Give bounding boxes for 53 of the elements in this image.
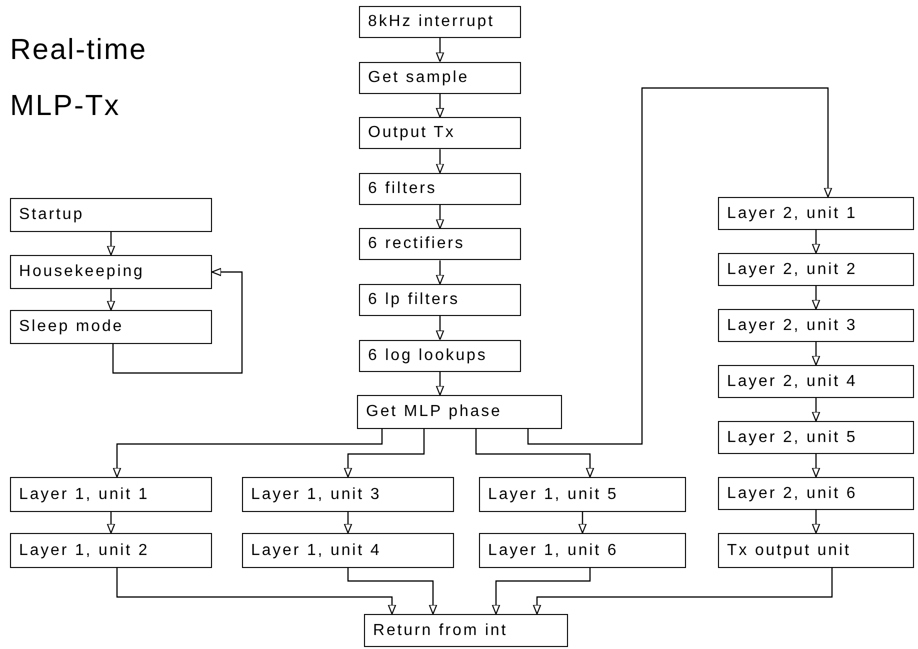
arrow <box>436 38 444 62</box>
arrow <box>532 568 833 615</box>
process-box: Housekeeping <box>10 255 212 289</box>
process-box: 6 log lookups <box>359 340 521 372</box>
arrow <box>436 260 444 285</box>
arrow <box>436 94 444 118</box>
arrow <box>812 398 820 422</box>
process-box: Return from int <box>364 614 568 647</box>
arrow <box>112 268 243 374</box>
arrow <box>812 286 820 310</box>
arrow <box>436 204 444 229</box>
arrow <box>112 429 383 478</box>
process-box: Layer 1, unit 3 <box>242 477 454 512</box>
process-box: Layer 2, unit 5 <box>718 421 914 454</box>
arrow <box>475 429 594 478</box>
arrow <box>812 230 820 254</box>
process-box: Output Tx <box>359 117 521 150</box>
process-box: Startup <box>10 198 212 232</box>
arrow <box>344 429 425 478</box>
arrow <box>106 289 116 311</box>
diagram-title: Real-time MLP-Tx <box>10 33 148 124</box>
process-box: Sleep mode <box>10 310 212 344</box>
process-box: 6 lp filters <box>359 284 521 316</box>
process-box: Layer 1, unit 6 <box>479 533 686 568</box>
arrow <box>106 512 116 534</box>
process-box: Layer 2, unit 1 <box>718 197 914 230</box>
arrow <box>492 568 591 615</box>
process-box: Layer 1, unit 2 <box>10 533 212 568</box>
arrow <box>812 454 820 478</box>
arrow <box>436 149 444 174</box>
process-box: Get MLP phase <box>357 395 562 429</box>
process-box: Layer 2, unit 2 <box>718 253 914 286</box>
process-box: Layer 2, unit 3 <box>718 309 914 342</box>
process-box: Layer 1, unit 4 <box>242 533 454 568</box>
process-box: Layer 1, unit 1 <box>10 477 212 512</box>
process-box: Get sample <box>359 62 521 94</box>
arrow <box>436 372 444 396</box>
arrow <box>812 510 820 534</box>
arrow <box>527 87 832 445</box>
process-box: Layer 1, unit 5 <box>479 477 686 512</box>
arrow <box>116 568 396 615</box>
arrow <box>106 232 116 256</box>
process-box: Layer 2, unit 4 <box>718 365 914 398</box>
process-box: Tx output unit <box>718 533 914 568</box>
arrow <box>578 512 587 534</box>
process-box: Layer 2, unit 6 <box>718 477 914 510</box>
process-box: 6 rectifiers <box>359 228 521 260</box>
arrow <box>344 512 352 534</box>
process-box: 8kHz interrupt <box>359 6 521 38</box>
process-box: 6 filters <box>359 172 521 205</box>
arrow <box>812 342 820 366</box>
arrow <box>347 568 438 615</box>
arrow <box>436 316 444 340</box>
